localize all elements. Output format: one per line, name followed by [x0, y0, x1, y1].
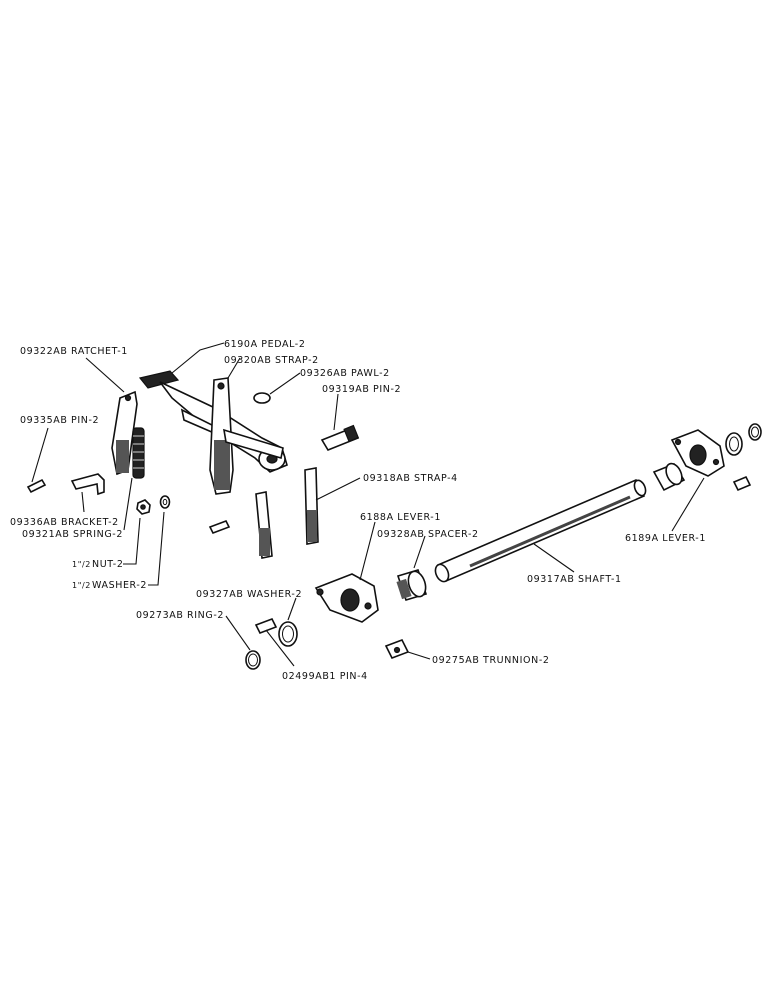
- pin-02499-part: [254, 617, 278, 635]
- label-ring: 09273AB RING-2: [136, 610, 224, 621]
- washer-part: [159, 495, 171, 509]
- washer-09327-part: [278, 621, 298, 647]
- label-strap-09318: 09318AB STRAP-4: [363, 473, 458, 484]
- ring-right-part: [748, 423, 762, 441]
- ratchet-part: [111, 390, 138, 476]
- spacer-part: [396, 569, 428, 601]
- trunnion-part: [384, 638, 410, 660]
- leader-lines: [31, 342, 705, 667]
- label-lever-6188: 6188A LEVER-1: [360, 512, 441, 523]
- label-pawl: 09326AB PAWL-2: [300, 368, 390, 379]
- strap-09318-b-part: [304, 467, 319, 545]
- label-spring: 09321AB SPRING-2: [22, 529, 123, 540]
- strap-09318-a-part: [255, 491, 273, 559]
- label-washer-size: 1"/2: [72, 581, 91, 590]
- label-pin-02499: 02499AB1 PIN-4: [282, 671, 368, 682]
- lever-6188-part: [314, 573, 379, 623]
- label-pedal: 6190A PEDAL-2: [224, 339, 305, 350]
- label-pin-09335: 09335AB PIN-2: [20, 415, 99, 426]
- label-washer-09327: 09327AB WASHER-2: [196, 589, 302, 600]
- small-pin-part: [208, 519, 231, 535]
- lever-6189-part: [670, 429, 725, 477]
- bracket-part: [70, 473, 105, 496]
- label-trunnion: 09275AB TRUNNION-2: [432, 655, 550, 666]
- spring-part: [132, 427, 145, 479]
- label-nut-size: 1"/2: [72, 560, 91, 569]
- nut-part: [136, 499, 151, 515]
- pin-09319-part: [320, 424, 360, 451]
- pin-09335-part: [26, 478, 47, 494]
- label-bracket: 09336AB BRACKET-2: [10, 517, 119, 528]
- ring-09273-part: [245, 650, 261, 670]
- washer-right-part: [725, 432, 743, 456]
- label-ratchet: 09322AB RATCHET-1: [20, 346, 128, 357]
- label-pin-09319: 09319AB PIN-2: [322, 384, 401, 395]
- spacer-right-part: [652, 462, 686, 492]
- label-washer: WASHER-2: [92, 580, 147, 591]
- label-strap-09320: 09320AB STRAP-2: [224, 355, 319, 366]
- pawl-part: [253, 392, 271, 404]
- label-lever-6189: 6189A LEVER-1: [625, 533, 706, 544]
- label-nut: NUT-2: [92, 559, 123, 570]
- label-spacer: 09328AB SPACER-2: [377, 529, 479, 540]
- pin-right-part: [732, 475, 752, 492]
- label-shaft: 09317AB SHAFT-1: [527, 574, 622, 585]
- shaft-part: [434, 478, 647, 583]
